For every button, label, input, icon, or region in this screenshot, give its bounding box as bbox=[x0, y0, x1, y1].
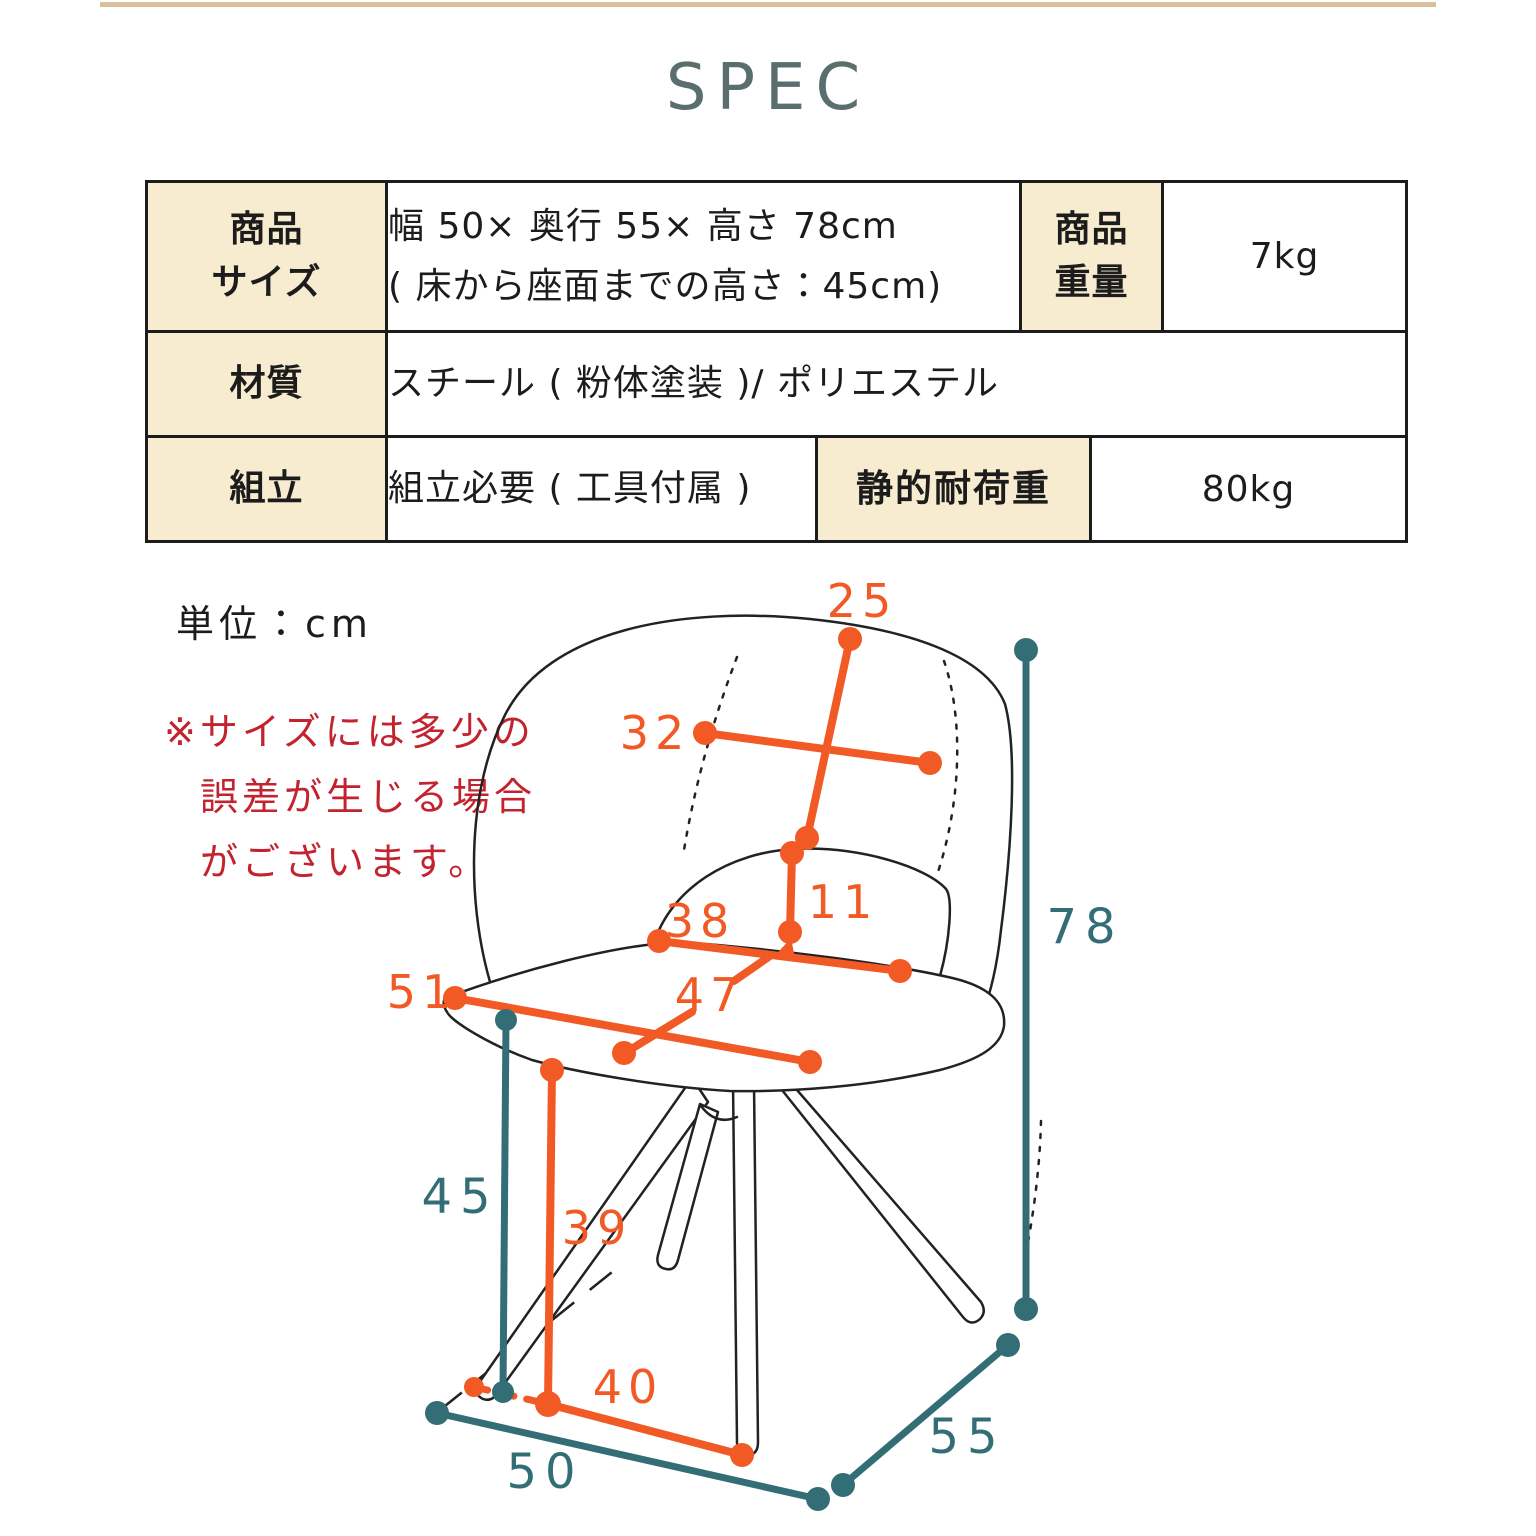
dim-line-backrest-width bbox=[701, 729, 934, 767]
dim-label-seat-height: 45 bbox=[421, 1169, 498, 1225]
dim-label-foot-span: 40 bbox=[593, 1360, 664, 1414]
weight-value-cell: 7kg bbox=[1161, 180, 1409, 333]
top-divider-rule bbox=[100, 2, 1436, 7]
unit-note: 単位：cm bbox=[176, 602, 373, 646]
weight-label-line1: 商品 bbox=[1054, 209, 1129, 251]
material-label-cell: 材質 bbox=[145, 330, 388, 438]
backrest-seam-left bbox=[682, 655, 739, 852]
static-load-label-cell: 静的耐荷重 bbox=[815, 435, 1092, 543]
dim-label-lumbar-height: 11 bbox=[808, 875, 879, 929]
size-value-line1: 幅 50× 奥行 55× 高さ 78cm bbox=[388, 206, 898, 248]
dim-line-leg-height bbox=[544, 1066, 556, 1408]
dim-label-leg-height: 39 bbox=[562, 1201, 633, 1255]
chair-leg-front-center bbox=[731, 1080, 760, 1457]
page-title: SPEC bbox=[665, 51, 871, 125]
dim-label-base-width: 50 bbox=[506, 1444, 583, 1500]
dim-line-seat-depth-a bbox=[730, 952, 774, 985]
dim-label-total-height: 78 bbox=[1046, 899, 1123, 955]
dimension-annotations: 25 32 11 38 47 51 39 40 78 45 50 55 bbox=[387, 574, 1123, 1511]
note-line-3: がございます。 bbox=[200, 840, 491, 884]
note-line-1: ※サイズには多少の bbox=[164, 710, 535, 754]
dim-line-seat-height bbox=[499, 1016, 510, 1396]
material-value-cell: スチール ( 粉体塗装 )/ ポリエステル bbox=[384, 330, 1409, 438]
assembly-value-cell: 組立必要 ( 工具付属 ) bbox=[385, 435, 818, 543]
lumbar-cushion-outline bbox=[651, 847, 952, 978]
spec-table: 商品 サイズ 幅 50× 奥行 55× 高さ 78cm ( 床から座面までの高さ… bbox=[145, 180, 1409, 543]
static-load-value-cell: 80kg bbox=[1088, 435, 1409, 543]
size-value-cell: 幅 50× 奥行 55× 高さ 78cm ( 床から座面までの高さ：45cm) bbox=[385, 180, 1022, 333]
dim-label-seat-depth: 47 bbox=[675, 968, 746, 1022]
dim-line-base-width bbox=[433, 1409, 822, 1503]
side-seam-lower-right bbox=[1025, 1119, 1043, 1250]
chair-backrest-outline bbox=[472, 614, 1014, 1017]
orange-endpoint-dots bbox=[443, 627, 942, 1467]
dim-label-backrest-width: 32 bbox=[620, 706, 691, 760]
dim-label-backrest-height: 25 bbox=[827, 574, 898, 628]
teal-endpoint-dots bbox=[425, 638, 1038, 1511]
size-label-line1: 商品 bbox=[229, 209, 304, 251]
dim-label-seat-rear-width: 38 bbox=[665, 894, 736, 948]
chair-leg-back-left bbox=[656, 1102, 720, 1271]
table-row-size: 商品 サイズ 幅 50× 奥行 55× 高さ 78cm ( 床から座面までの高さ… bbox=[145, 180, 1409, 333]
dim-label-seat-front-width: 51 bbox=[387, 965, 458, 1019]
weight-label-cell: 商品 重量 bbox=[1018, 180, 1165, 333]
dim-label-base-depth: 55 bbox=[928, 1409, 1005, 1465]
size-label-line2: サイズ bbox=[211, 261, 322, 303]
table-row-assembly: 組立 組立必要 ( 工具付属 ) 静的耐荷重 80kg bbox=[145, 435, 1409, 543]
size-label-cell: 商品 サイズ bbox=[145, 180, 388, 333]
dim-line-foot-span bbox=[544, 1400, 746, 1459]
dim-line-seat-front-width bbox=[451, 994, 814, 1066]
swivel-hub-arc bbox=[699, 1104, 739, 1121]
chair-leg-back-right bbox=[776, 1083, 985, 1324]
table-row-material: 材質 スチール ( 粉体塗装 )/ ポリエステル bbox=[145, 330, 1409, 438]
assembly-label-cell: 組立 bbox=[145, 435, 388, 543]
size-value-line2: ( 床から座面までの高さ：45cm) bbox=[388, 265, 943, 307]
backrest-seam-right bbox=[936, 659, 959, 874]
dim-line-lumbar-height bbox=[786, 849, 796, 936]
dim-line-base-depth bbox=[839, 1341, 1012, 1489]
weight-label-line2: 重量 bbox=[1054, 261, 1129, 303]
dim-line-backrest-height bbox=[803, 635, 854, 842]
